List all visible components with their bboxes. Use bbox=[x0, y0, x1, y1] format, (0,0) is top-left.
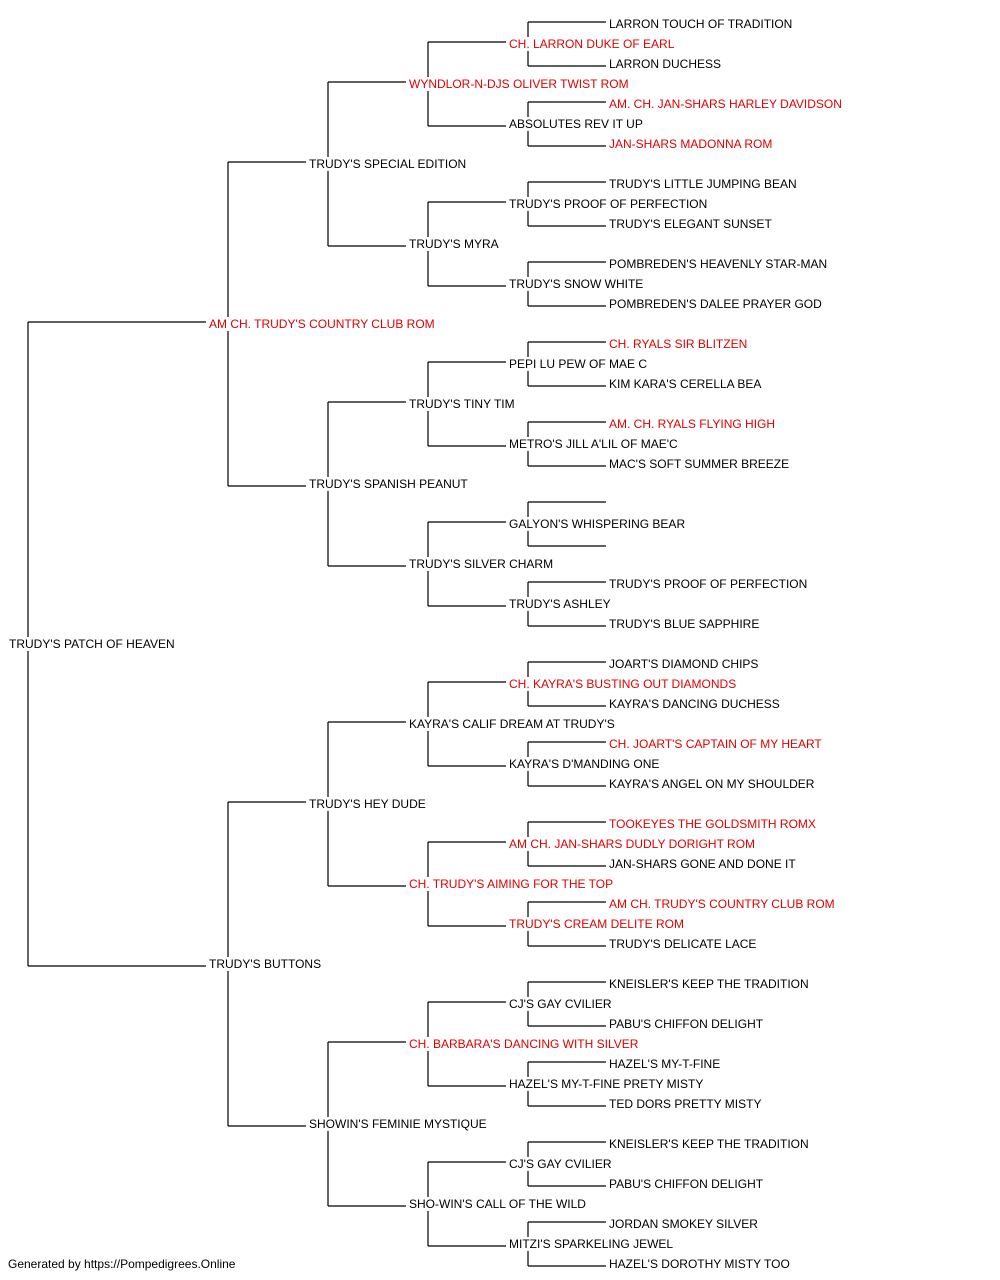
pedigree-entry: AM CH. JAN-SHARS DUDLY DORIGHT ROM bbox=[508, 837, 757, 851]
pedigree-entry: CJ'S GAY CVILIER bbox=[508, 1157, 613, 1171]
pedigree-entry: TRUDY'S PATCH OF HEAVEN bbox=[8, 637, 176, 651]
pedigree-entry: TRUDY'S LITTLE JUMPING BEAN bbox=[608, 177, 798, 191]
pedigree-entry: GALYON'S WHISPERING BEAR bbox=[508, 517, 687, 531]
pedigree-entry: HAZEL'S MY-T-FINE bbox=[608, 1057, 722, 1071]
pedigree-entry: AM. CH. JAN-SHARS HARLEY DAVIDSON bbox=[608, 97, 843, 111]
pedigree-entry: TRUDY'S SILVER CHARM bbox=[408, 557, 555, 571]
pedigree-entry: KAYRA'S ANGEL ON MY SHOULDER bbox=[608, 777, 816, 791]
pedigree-entry: PEPI LU PEW OF MAE C bbox=[508, 357, 649, 371]
pedigree-entry: KAYRA'S DANCING DUCHESS bbox=[608, 697, 781, 711]
pedigree-entry: TRUDY'S BUTTONS bbox=[208, 957, 323, 971]
pedigree-entry: KAYRA'S CALIF DREAM AT TRUDY'S bbox=[408, 717, 616, 731]
pedigree-entry: JAN-SHARS MADONNA ROM bbox=[608, 137, 774, 151]
pedigree-entry: CJ'S GAY CVILIER bbox=[508, 997, 613, 1011]
pedigree-entry: MITZI'S SPARKELING JEWEL bbox=[508, 1237, 675, 1251]
pedigree-entry: JOART'S DIAMOND CHIPS bbox=[608, 657, 760, 671]
pedigree-entry: PABU'S CHIFFON DELIGHT bbox=[608, 1017, 765, 1031]
pedigree-entry: CH. LARRON DUKE OF EARL bbox=[508, 37, 676, 51]
pedigree-entry: TRUDY'S PROOF OF PERFECTION bbox=[508, 197, 709, 211]
pedigree-entry: POMBREDEN'S HEAVENLY STAR-MAN bbox=[608, 257, 829, 271]
pedigree-entry: KIM KARA'S CERELLA BEA bbox=[608, 377, 763, 391]
pedigree-entry: TRUDY'S MYRA bbox=[408, 237, 500, 251]
pedigree-entry: JORDAN SMOKEY SILVER bbox=[608, 1217, 759, 1231]
pedigree-entry: TRUDY'S ELEGANT SUNSET bbox=[608, 217, 773, 231]
pedigree-entry: TRUDY'S TINY TIM bbox=[408, 397, 516, 411]
pedigree-entry: TRUDY'S BLUE SAPPHIRE bbox=[608, 617, 761, 631]
pedigree-entry: AM CH. TRUDY'S COUNTRY CLUB ROM bbox=[208, 317, 436, 331]
pedigree-entry: CH. TRUDY'S AIMING FOR THE TOP bbox=[408, 877, 615, 891]
pedigree-entry: TRUDY'S SNOW WHITE bbox=[508, 277, 645, 291]
pedigree-entry: JAN-SHARS GONE AND DONE IT bbox=[608, 857, 797, 871]
pedigree-entry: TRUDY'S PROOF OF PERFECTION bbox=[608, 577, 809, 591]
pedigree-entry: HAZEL'S MY-T-FINE PRETY MISTY bbox=[508, 1077, 705, 1091]
pedigree-entry: TOOKEYES THE GOLDSMITH ROMX bbox=[608, 817, 817, 831]
pedigree-entry: SHOWIN'S FEMINIE MYSTIQUE bbox=[308, 1117, 488, 1131]
pedigree-entry: PABU'S CHIFFON DELIGHT bbox=[608, 1177, 765, 1191]
pedigree-entry: CH. JOART'S CAPTAIN OF MY HEART bbox=[608, 737, 823, 751]
footer-credit: Generated by https://Pompedigrees.Online bbox=[8, 1257, 236, 1271]
pedigree-entry: TRUDY'S SPANISH PEANUT bbox=[308, 477, 469, 491]
pedigree-entry: ABSOLUTES REV IT UP bbox=[508, 117, 644, 131]
pedigree-entry: POMBREDEN'S DALEE PRAYER GOD bbox=[608, 297, 823, 311]
pedigree-entry: AM CH. TRUDY'S COUNTRY CLUB ROM bbox=[608, 897, 836, 911]
pedigree-entry: CH. RYALS SIR BLITZEN bbox=[608, 337, 749, 351]
pedigree-entry: TRUDY'S DELICATE LACE bbox=[608, 937, 758, 951]
pedigree-entry: WYNDLOR-N-DJS OLIVER TWIST ROM bbox=[408, 77, 630, 91]
pedigree-entry: KAYRA'S D'MANDING ONE bbox=[508, 757, 661, 771]
pedigree-entry: TED DORS PRETTY MISTY bbox=[608, 1097, 763, 1111]
pedigree-entry: TRUDY'S HEY DUDE bbox=[308, 797, 427, 811]
pedigree-entry: KNEISLER'S KEEP THE TRADITION bbox=[608, 977, 810, 991]
pedigree-entry: TRUDY'S CREAM DELITE ROM bbox=[508, 917, 685, 931]
pedigree-entry: KNEISLER'S KEEP THE TRADITION bbox=[608, 1137, 810, 1151]
pedigree-entry: HAZEL'S DOROTHY MISTY TOO bbox=[608, 1257, 791, 1271]
pedigree-entry: LARRON DUCHESS bbox=[608, 57, 723, 71]
pedigree-entry: CH. KAYRA'S BUSTING OUT DIAMONDS bbox=[508, 677, 738, 691]
pedigree-entry: TRUDY'S SPECIAL EDITION bbox=[308, 157, 468, 171]
pedigree-entry: CH. BARBARA'S DANCING WITH SILVER bbox=[408, 1037, 640, 1051]
pedigree-entry: SHO-WIN'S CALL OF THE WILD bbox=[408, 1197, 587, 1211]
pedigree-entry: AM. CH. RYALS FLYING HIGH bbox=[608, 417, 777, 431]
pedigree-entry: TRUDY'S ASHLEY bbox=[508, 597, 612, 611]
pedigree-entry: METRO'S JILL A'LIL OF MAE'C bbox=[508, 437, 679, 451]
pedigree-entry: MAC'S SOFT SUMMER BREEZE bbox=[608, 457, 791, 471]
pedigree-entry: LARRON TOUCH OF TRADITION bbox=[608, 17, 794, 31]
